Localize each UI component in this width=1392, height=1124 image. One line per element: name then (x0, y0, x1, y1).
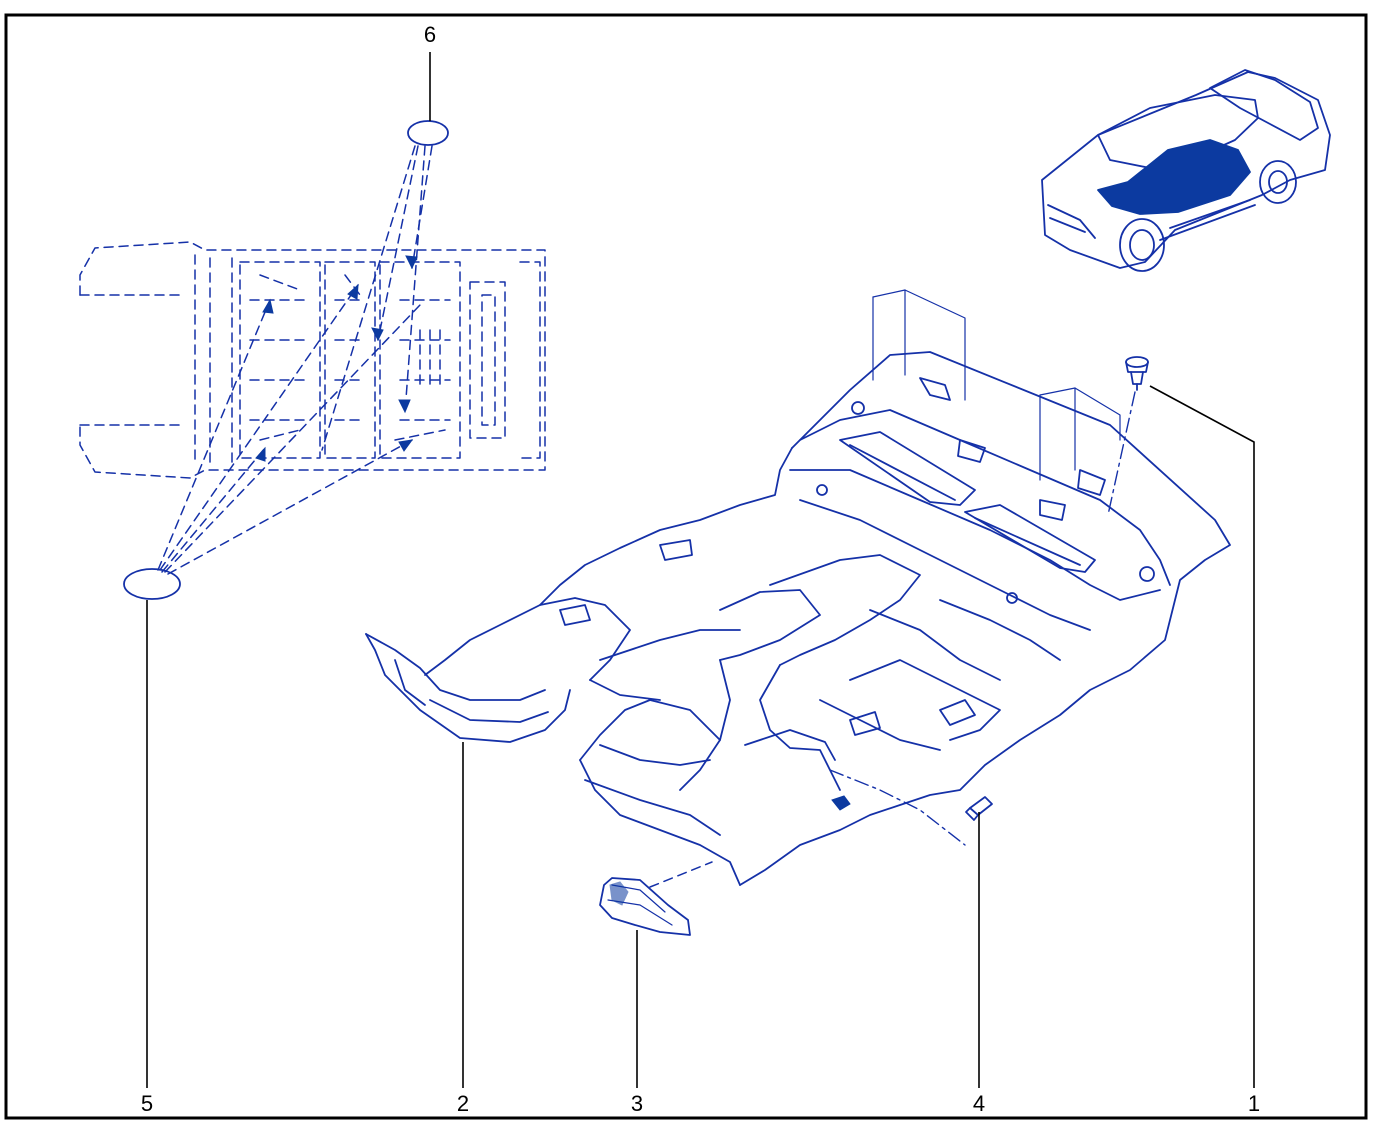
vehicle-outline-dashed (79, 241, 546, 479)
part-5-pad (123, 568, 181, 600)
pad-5-sight-lines (157, 284, 421, 575)
part-4-clip (965, 796, 993, 821)
diagram-frame (4, 13, 1368, 1120)
pad-6-sight-lines (321, 145, 433, 451)
part-2-floor-carpet (365, 351, 1231, 886)
callout-2: 2 (457, 1091, 469, 1116)
part-4-fit-line (829, 769, 966, 846)
vehicle-thumbnail (1041, 69, 1331, 272)
carpet-grommet (831, 795, 851, 811)
callout-6: 6 (424, 22, 436, 47)
callout-5: 5 (141, 1091, 153, 1116)
part-6-pad (407, 120, 449, 146)
callout-1: 1 (1248, 1091, 1260, 1116)
part-1-clip (1125, 356, 1149, 391)
callout-4: 4 (973, 1091, 985, 1116)
part-3-heel-pad (599, 877, 691, 936)
callout-3: 3 (631, 1091, 643, 1116)
sight-arrowheads (255, 255, 418, 462)
part-1-fit-line (1107, 391, 1136, 516)
leader-1 (1149, 385, 1255, 1088)
floor-carpet-highlight (1097, 139, 1251, 215)
part-3-fit-line (649, 861, 713, 888)
rear-seat-ghost-outline (872, 289, 1121, 481)
